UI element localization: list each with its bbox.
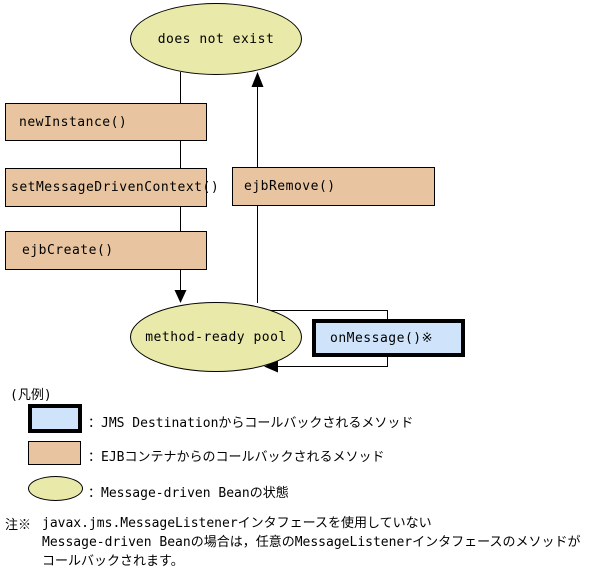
arrowhead-up-icon: [251, 72, 264, 87]
legend-label-bean-state: ：Message-driven Beanの状態: [88, 486, 289, 501]
bean-state-swatch: [28, 476, 83, 501]
method-set-message-driven-context: setMessageDrivenContext(): [5, 168, 219, 207]
note-marker: 注※: [5, 518, 32, 533]
method-ejb-remove: ejbRemove(): [232, 167, 435, 206]
method-on-message: onMessage()※: [312, 319, 465, 357]
state-does-not-exist: does not exist: [130, 3, 302, 75]
note-line-3: コールバックされます。: [42, 554, 184, 569]
legend-title: (凡例): [10, 388, 52, 403]
legend-label-jms-callback: ：JMS Destinationからコールバックされるメソッド: [88, 416, 414, 431]
ejb-callback-swatch: [28, 441, 81, 465]
method-new-instance: newInstance(): [5, 103, 207, 141]
note-line-1: javax.jms.MessageListenerインタフェースを使用していない: [42, 516, 432, 531]
arrowhead-down-icon: [174, 290, 187, 303]
legend-label-ejb-callback: ：EJBコンテナからのコールバックされるメソッド: [88, 450, 385, 465]
arrowhead-left-icon: [264, 360, 278, 373]
method-ejb-create: ejbCreate(): [5, 231, 207, 270]
jms-callback-swatch: [28, 404, 82, 433]
note-line-2: Message-driven Beanの場合は，任意のMessageListen…: [42, 535, 581, 550]
state-method-ready-pool: method-ready pool: [130, 302, 302, 372]
note-text: javax.jms.MessageListenerインタフェースを使用していない…: [42, 514, 580, 571]
